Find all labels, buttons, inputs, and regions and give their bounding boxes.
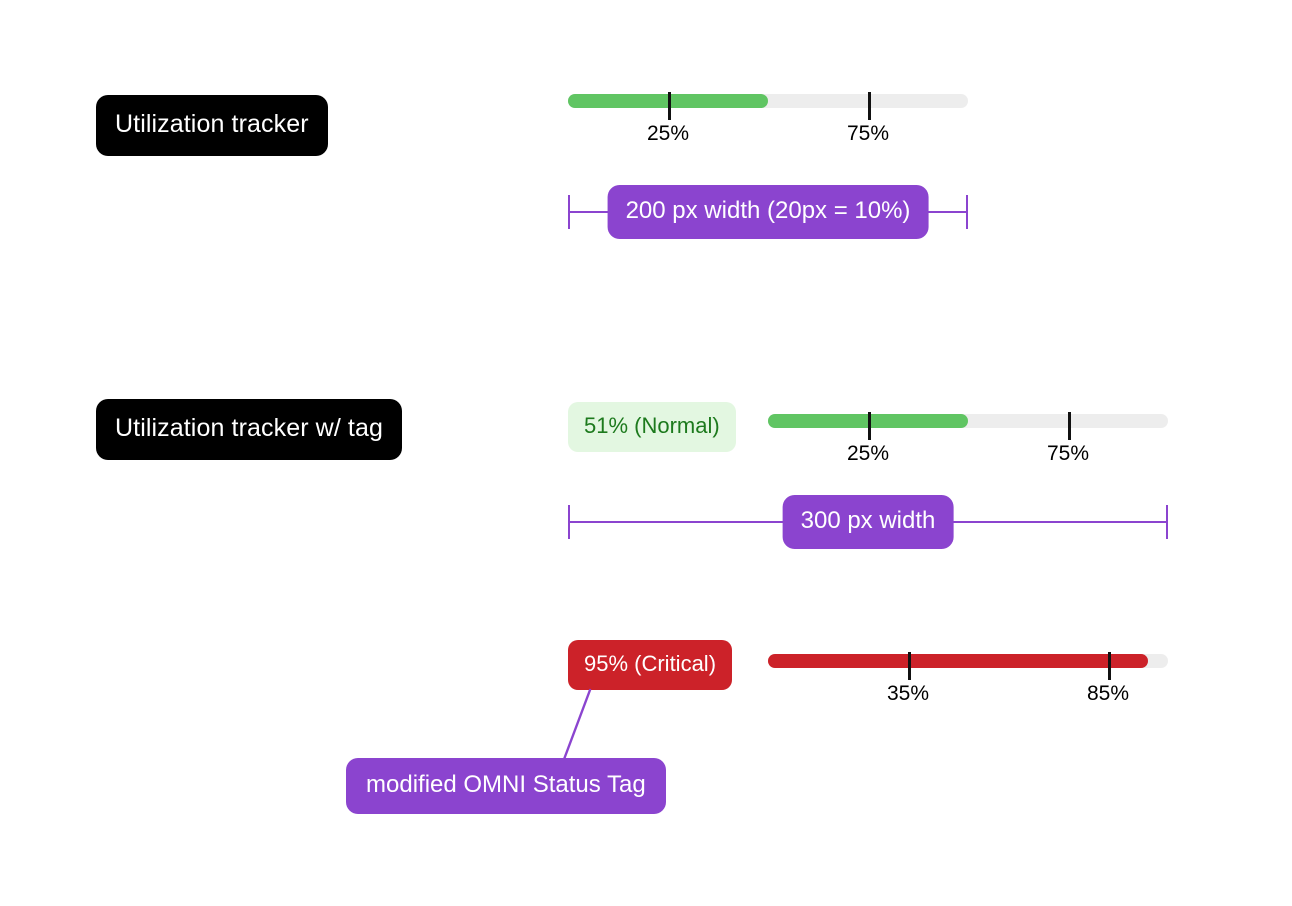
callout-modified-omni-status-tag: modified OMNI Status Tag xyxy=(346,758,666,814)
bar-marker-tick xyxy=(868,412,871,440)
section-label-utilization-tracker: Utilization tracker xyxy=(96,95,328,156)
bar-marker-tick xyxy=(668,92,671,120)
status-tag-normal[interactable]: 51% (Normal) xyxy=(568,402,736,452)
bar-fill xyxy=(768,654,1148,668)
status-tag-critical[interactable]: 95% (Critical) xyxy=(568,640,733,690)
dimension-cap-left xyxy=(568,505,570,539)
utilization-bar-3[interactable]: 35% 85% xyxy=(768,652,1168,714)
bar-marker-label: 25% xyxy=(646,122,690,145)
dimension-annotation-200px: 200 px width (20px = 10%) xyxy=(568,185,968,239)
bar-marker-tick xyxy=(868,92,871,120)
dimension-label: 200 px width (20px = 10%) xyxy=(607,185,929,239)
bar-marker-label: 85% xyxy=(1086,682,1130,705)
bar-marker-label: 35% xyxy=(886,682,930,705)
bar-marker-tick xyxy=(908,652,911,680)
utilization-bar-2[interactable]: 25% 75% xyxy=(768,412,1168,474)
dimension-cap-right xyxy=(966,195,968,229)
bar-marker-label: 75% xyxy=(1046,442,1090,465)
dimension-label: 300 px width xyxy=(782,495,954,549)
bar-marker-label: 25% xyxy=(846,442,890,465)
bar-marker-label: 75% xyxy=(846,122,890,145)
section-label-utilization-tracker-with-tag: Utilization tracker w/ tag xyxy=(96,399,402,460)
bar-marker-tick xyxy=(1068,412,1071,440)
dimension-cap-left xyxy=(568,195,570,229)
utilization-bar-1[interactable]: 25% 75% xyxy=(568,92,968,154)
dimension-annotation-300px: 300 px width xyxy=(568,495,1168,549)
dimension-cap-right xyxy=(1166,505,1168,539)
bar-marker-tick xyxy=(1108,652,1111,680)
